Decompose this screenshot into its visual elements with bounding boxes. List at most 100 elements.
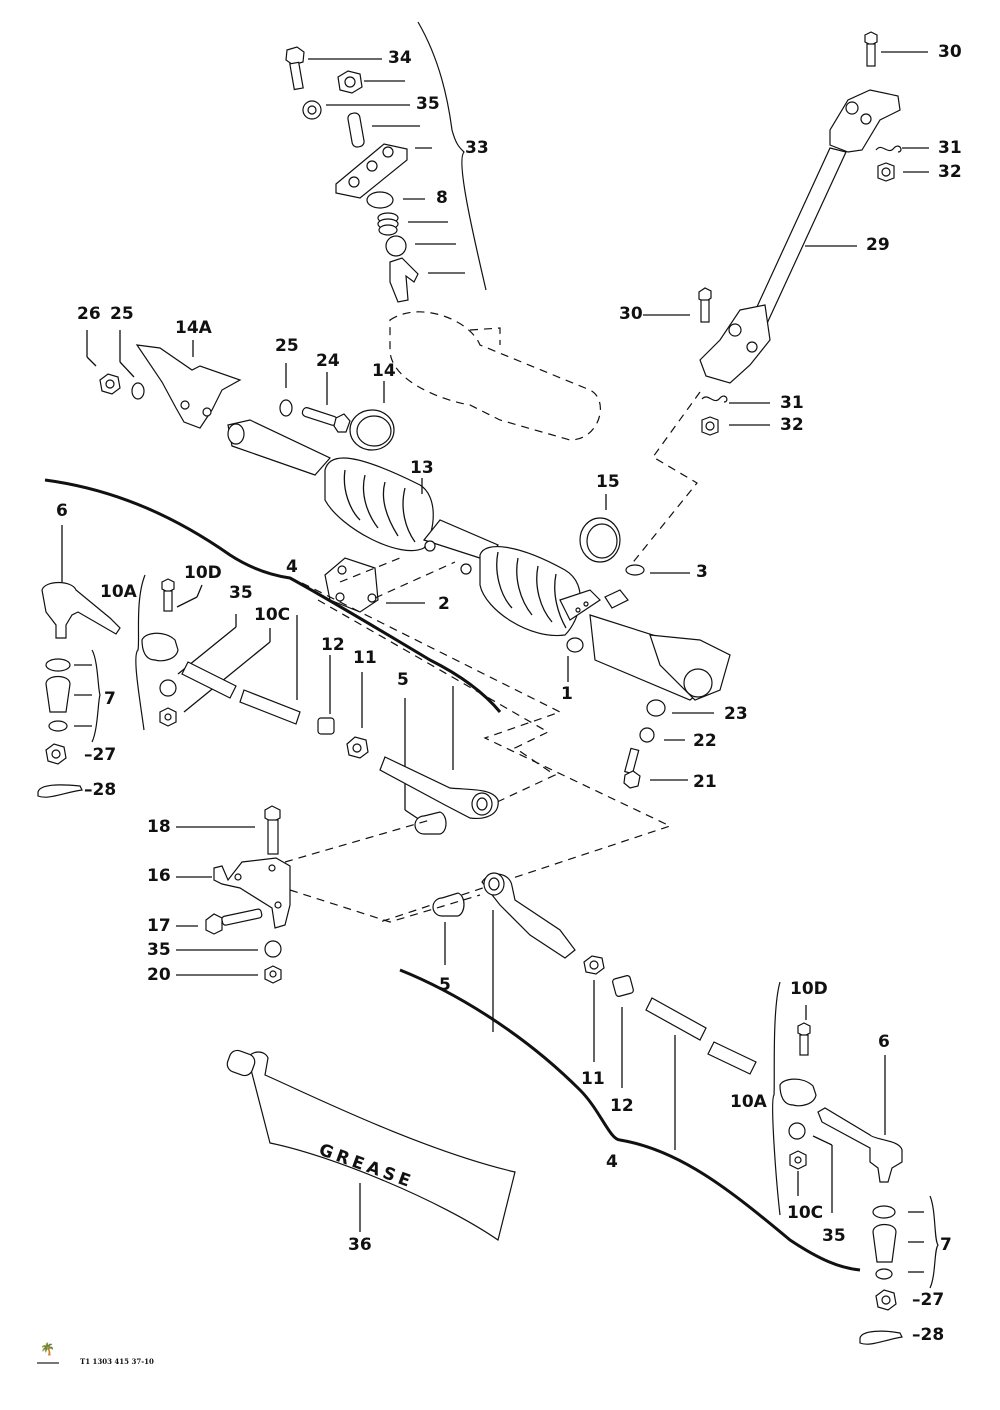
nut-35-top-icon (337, 70, 363, 94)
tie-rod-end-6-right-icon (817, 1107, 903, 1183)
bolt-34-icon (285, 46, 305, 91)
callout-17: 17 (147, 916, 171, 936)
bushing-5-upper-icon (414, 811, 447, 835)
callout-10A: 10A (100, 582, 137, 602)
callout-13: 13 (410, 458, 434, 478)
callout-6: 6 (56, 501, 68, 521)
sleeve-left-icon (181, 661, 237, 699)
left-clamp-kit-group (135, 574, 369, 759)
bushing-5-lower-icon (432, 892, 465, 917)
callout-27: –27 (84, 745, 117, 765)
lock-washer-35-icon (302, 100, 322, 120)
bolt-10D-right-icon (797, 1022, 811, 1056)
bolt-18-icon (264, 805, 281, 855)
nut-32-top-icon (877, 162, 895, 182)
rack-clamp-icon (566, 637, 584, 653)
callout-21: 21 (693, 772, 717, 792)
callout-35: 35 (147, 940, 171, 960)
callout-36: 36 (348, 1235, 372, 1255)
seal-3-icon (625, 564, 645, 576)
bracket-16-group (176, 805, 291, 984)
callout-35: 35 (416, 94, 440, 114)
callout-25: 25 (275, 336, 299, 356)
nut-26-icon (99, 373, 121, 395)
callout-31: 31 (780, 393, 804, 413)
callout-14: 14 (372, 361, 396, 381)
callout-10C: 10C (254, 605, 291, 625)
castle-nut-27-left-icon (45, 743, 67, 765)
seal-7a-icon (45, 658, 71, 672)
cotter-pin-28-right-icon (859, 1330, 903, 1345)
logo-bar (37, 1362, 59, 1364)
seal-7a-right-icon (872, 1205, 896, 1219)
callout-23: 23 (724, 704, 748, 724)
tie-rod-assembly-curve-upper (44, 478, 502, 713)
spring-icon (377, 212, 399, 236)
grease-tube-icon (226, 1049, 516, 1241)
tie-rod-assembly-curve-lower (399, 968, 861, 1272)
callout-15: 15 (596, 472, 620, 492)
washer-25-icon (131, 382, 145, 400)
callout-25: 25 (110, 304, 134, 324)
mounting-hardware-group (86, 330, 395, 451)
clamp-10A-right-icon (779, 1078, 817, 1107)
callout-30: 30 (938, 42, 962, 62)
callout-30: 30 (619, 304, 643, 324)
callout-35: 35 (229, 583, 253, 603)
adjuster-kit-group (285, 21, 487, 303)
plunger-icon (385, 235, 407, 257)
bolt-24-icon (301, 407, 351, 433)
callout-28: –28 (912, 1325, 945, 1345)
bracket-14A-icon (135, 344, 242, 429)
shaft-29-icon (749, 147, 847, 331)
nut-11-right-icon (583, 955, 605, 975)
boot-13-icon (324, 457, 434, 552)
callout-32: 32 (938, 162, 962, 182)
callout-4: 4 (286, 557, 298, 577)
document-code: T1 1303 415 37-10 (80, 1357, 154, 1366)
nut-10C-right-icon (789, 1150, 807, 1170)
castle-nut-27-right-icon (875, 1289, 897, 1311)
bracket-16-icon (213, 857, 291, 929)
nut-11-left-icon (346, 736, 369, 759)
plate-icon (335, 143, 408, 199)
lock-washer-35-right-icon (788, 1122, 806, 1140)
sleeve-right-icon (645, 997, 707, 1041)
cotter-pin-28-left-icon (37, 784, 83, 798)
callout-11: 11 (353, 648, 377, 668)
callout-5: 5 (397, 670, 409, 690)
callout-26: 26 (77, 304, 101, 324)
callout-12: 12 (610, 1096, 634, 1116)
callout-4: 4 (606, 1152, 618, 1172)
callout-7: 7 (940, 1235, 952, 1255)
pinion-housing-icon (559, 589, 601, 621)
sleeve-2-right-icon (707, 1041, 757, 1075)
o-ring-8-icon (366, 191, 394, 209)
bolt-30-top-icon (864, 31, 878, 67)
sleeve-2-left-icon (239, 689, 301, 725)
rack-tube-left-icon (227, 419, 331, 476)
seal-7c-icon (48, 720, 68, 732)
callout-33: 33 (465, 138, 489, 158)
callout-16: 16 (147, 866, 171, 886)
washer-25-right-icon (279, 399, 293, 417)
steering-rack-group (227, 419, 731, 701)
lock-washer-35-bracket-icon (264, 940, 282, 958)
nut-10C-left-icon (159, 707, 177, 727)
callout-35: 35 (822, 1226, 846, 1246)
bolt-21-icon (623, 747, 641, 789)
ghost-housing-outline (389, 311, 601, 441)
rack-end-fasteners-group (623, 699, 714, 789)
callout-22: 22 (693, 731, 717, 751)
spring-clip-31-lower-icon (701, 395, 728, 403)
boot-right-icon (479, 545, 581, 637)
nut-20-icon (264, 965, 282, 984)
rack-tube-mid-icon (422, 519, 499, 561)
lock-washer-35-left-icon (159, 679, 177, 697)
callout-24: 24 (316, 351, 340, 371)
callout-32: 32 (780, 415, 804, 435)
callout-7: 7 (104, 689, 116, 709)
callout-14A: 14A (175, 318, 212, 338)
callout-6: 6 (878, 1032, 890, 1052)
